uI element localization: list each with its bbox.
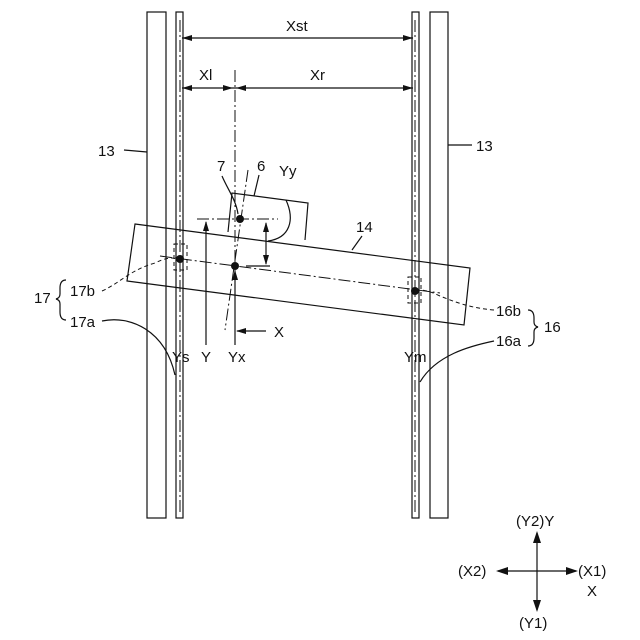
brace-17 [56,280,66,320]
label-xl: Xl [199,67,212,84]
label-7: 7 [217,158,225,175]
yy-arrow-bottom [263,255,269,265]
x-arrow-head [236,328,246,334]
label-14: 14 [356,219,373,236]
left-outer-rail [147,12,166,518]
label-13-left: 13 [98,143,115,160]
xl-arrow-right [223,85,233,91]
label-16: 16 [544,319,561,336]
label-y: Y [201,349,211,366]
label-yx: Yx [228,349,246,366]
leader-6 [254,175,259,196]
legend-arrow-right [566,567,578,575]
yy-arrow-top [263,222,269,232]
leader-17a [102,320,175,375]
leader-13-left [124,150,147,152]
point-17b [176,255,184,263]
label-yy: Yy [279,163,297,180]
leader-14 [352,236,362,250]
legend-y1: (Y1) [519,615,547,632]
point-center [231,262,239,270]
legend-arrow-left [496,567,508,575]
xr-arrow-left [236,85,246,91]
label-13-right: 13 [476,138,493,155]
point-7 [236,215,244,223]
legend-y2-y: (Y2)Y [516,513,554,530]
legend-x1: (X1) [578,563,606,580]
label-x-axis: X [274,324,284,341]
label-17: 17 [34,290,51,307]
legend-x: X [587,583,597,600]
point-16b [411,287,419,295]
legend-arrow-up [533,531,541,543]
label-ym: Ym [404,349,427,366]
label-xst: Xst [286,18,309,35]
label-17a: 17a [70,314,96,331]
direction-legend: (Y2)Y (X2) (X1) X (Y1) [458,513,606,632]
label-xr: Xr [310,67,325,84]
label-ys: Ys [172,349,190,366]
leader-16a [420,341,494,382]
label-6: 6 [257,158,265,175]
label-17b: 17b [70,283,95,300]
y-arrow-head [203,221,209,231]
leader-16b [420,290,494,310]
brace-16 [528,310,538,346]
legend-arrow-down [533,600,541,612]
beam-centerline [160,256,440,293]
yy-leader [268,200,290,241]
label-16b: 16b [496,303,521,320]
label-16a: 16a [496,333,522,350]
legend-x2: (X2) [458,563,486,580]
